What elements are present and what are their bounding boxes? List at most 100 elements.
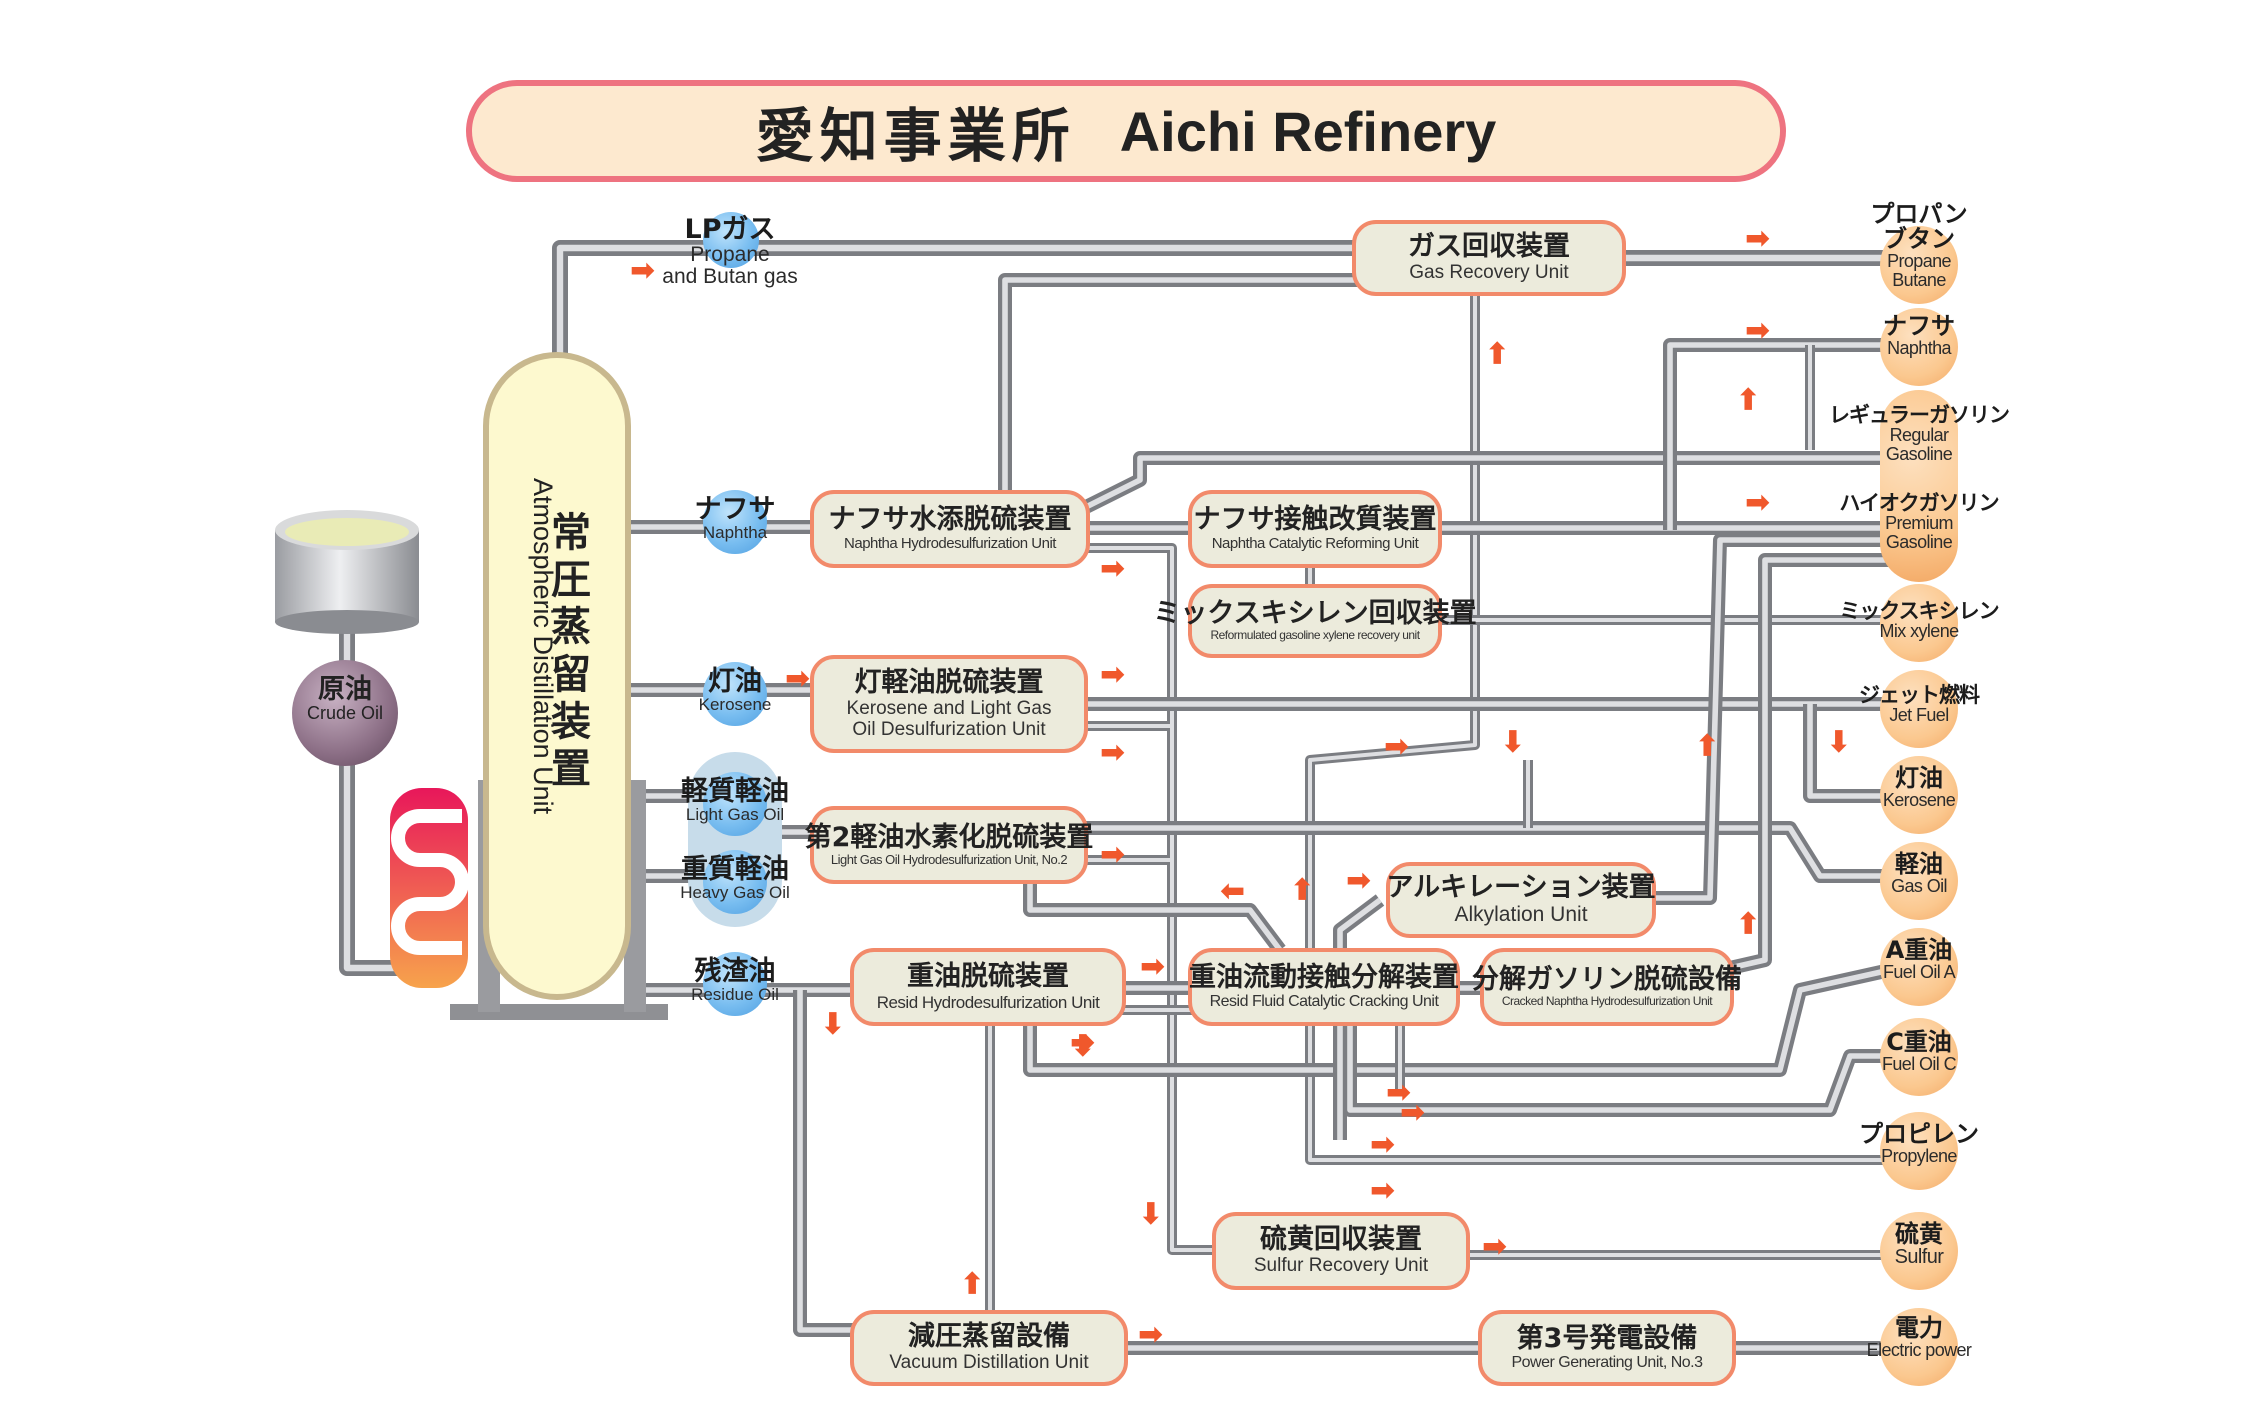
flow-arrow-icon: ➡ bbox=[1821, 728, 1857, 754]
pipe-highlight bbox=[1807, 704, 1890, 799]
flow-arrow-icon: ➡ bbox=[1220, 874, 1246, 909]
product-label-regular-gasoline: レギュラーガソリン Regular Gasoline bbox=[1829, 403, 2010, 464]
pipe-highlight bbox=[1027, 884, 1283, 952]
fraction-node-residue-oil bbox=[703, 952, 767, 1016]
flow-arrow-icon: ➡ bbox=[785, 661, 811, 696]
fraction-label-lpg: LPガス Propane and Butan gas bbox=[662, 214, 798, 289]
product-label-naphtha: ナフサ Naphtha bbox=[1883, 312, 1955, 359]
flow-arrow-icon: ➡ bbox=[1745, 221, 1771, 256]
flow-arrow-icon: ➡ bbox=[1730, 910, 1766, 936]
product-node-mix-xylene bbox=[1880, 584, 1958, 662]
fraction-label-naphtha: ナフサ Naphtha bbox=[694, 494, 776, 543]
crude-oil-tank-icon bbox=[275, 510, 419, 634]
pipe-highlight bbox=[1308, 296, 1890, 1162]
flow-arrow-icon: ➡ bbox=[1100, 837, 1126, 872]
product-node-electric-power bbox=[1880, 1308, 1958, 1386]
product-label-mix-xylene: ミックスキシレン Mix xylene bbox=[1839, 599, 1999, 642]
flow-arrow-icon: ➡ bbox=[630, 253, 656, 288]
product-label-kerosene: 灯油 Kerosene bbox=[1882, 764, 1956, 811]
product-node-jet-fuel bbox=[1880, 670, 1958, 748]
column-label-en: Atmospheric Distillation Unit bbox=[528, 478, 558, 815]
product-node-gasoline bbox=[1880, 390, 1958, 582]
flow-arrow-icon: ➡ bbox=[1070, 1025, 1096, 1060]
column-label-jp: 常圧蒸留装置 bbox=[551, 510, 591, 792]
fraction-label-kerosene: 灯油 Kerosene bbox=[698, 666, 772, 715]
flow-arrow-icon: ➡ bbox=[1386, 1075, 1412, 1110]
flow-arrow-icon: ➡ bbox=[1346, 863, 1372, 898]
furnace-icon bbox=[390, 788, 469, 988]
fraction-node-lpg bbox=[703, 212, 759, 268]
crude-oil-node bbox=[292, 660, 398, 766]
flow-arrow-icon: ➡ bbox=[1065, 1032, 1101, 1058]
fraction-label-light-gas-oil: 軽質軽油 Light Gas Oil bbox=[681, 776, 789, 825]
fraction-label-residue-oil: 残渣油 Residue Oil bbox=[691, 956, 779, 1005]
product-node-propane-butane bbox=[1880, 226, 1958, 304]
product-label-fuel-oil-c: C重油 Fuel Oil C bbox=[1881, 1028, 1957, 1075]
flow-arrow-icon: ➡ bbox=[1400, 1095, 1426, 1130]
flow-arrow-icon: ➡ bbox=[1482, 1229, 1508, 1264]
fraction-node-heavy-gas-oil bbox=[703, 850, 767, 914]
pipe-highlight bbox=[1650, 537, 1890, 901]
flow-arrow-icon: ➡ bbox=[954, 1270, 990, 1296]
product-node-fuel-oil-c bbox=[1880, 1018, 1958, 1096]
product-label-gas-oil: 軽油 Gas Oil bbox=[1891, 850, 1947, 897]
flow-arrow-icon: ➡ bbox=[1140, 949, 1166, 984]
pipe-highlight bbox=[797, 990, 860, 1333]
product-label-propane-butane: プロパン ブタン Propane Butane bbox=[1870, 200, 1968, 291]
flow-arrow-icon: ➡ bbox=[1745, 313, 1771, 348]
flow-arrow-icon: ➡ bbox=[1745, 485, 1771, 520]
product-node-propylene bbox=[1880, 1112, 1958, 1190]
pipe-highlight bbox=[1729, 557, 1890, 971]
product-label-electric-power: 電力 Electric power bbox=[1866, 1314, 1972, 1361]
flow-arrow-icon: ➡ bbox=[1384, 729, 1410, 764]
product-label-jet-fuel: ジェット燃料 Jet Fuel bbox=[1859, 683, 1980, 726]
flow-arrow-icon: ➡ bbox=[1100, 657, 1126, 692]
product-label-sulfur: 硫黄 Sulfur bbox=[1894, 1220, 1944, 1269]
flow-arrow-icon: ➡ bbox=[1100, 551, 1126, 586]
flow-arrow-icon: ➡ bbox=[1284, 876, 1320, 902]
flow-arrow-icon: ➡ bbox=[1138, 1317, 1164, 1352]
product-label-propylene: プロピレン Propylene bbox=[1859, 1120, 1979, 1167]
product-node-gas-oil bbox=[1880, 842, 1958, 920]
product-label-premium-gasoline: ハイオクガソリン Premium Gasoline bbox=[1839, 491, 1999, 552]
flow-arrow-icon: ➡ bbox=[1370, 1127, 1396, 1162]
title-english: Aichi Refinery bbox=[1119, 99, 1497, 163]
flow-arrow-icon: ➡ bbox=[1133, 1200, 1169, 1226]
atmospheric-distillation-column bbox=[483, 352, 631, 1000]
product-node-naphtha bbox=[1880, 308, 1958, 386]
flow-arrow-icon: ➡ bbox=[815, 1010, 851, 1036]
flow-arrow-icon: ➡ bbox=[1730, 386, 1766, 412]
title-japanese: 愛知事業所 bbox=[755, 102, 1076, 170]
flow-arrow-icon: ➡ bbox=[1370, 1173, 1396, 1208]
fraction-node-light-gas-oil bbox=[703, 772, 767, 836]
flow-arrow-icon: ➡ bbox=[1100, 735, 1126, 770]
fraction-node-kerosene bbox=[703, 662, 767, 726]
pipe-highlight bbox=[1667, 342, 1890, 530]
pipe-highlight bbox=[1027, 967, 1891, 1073]
pipe-highlight bbox=[1078, 455, 1890, 513]
fraction-label-heavy-gas-oil: 重質軽油 Heavy Gas Oil bbox=[680, 854, 790, 903]
product-node-kerosene bbox=[1880, 756, 1958, 834]
flow-arrow-icon: ➡ bbox=[1479, 340, 1515, 366]
product-label-fuel-oil-a: A重油 Fuel Oil A bbox=[1882, 936, 1956, 983]
fraction-node-naphtha bbox=[703, 490, 767, 554]
pipe-highlight bbox=[1080, 825, 1890, 879]
pipe-highlight bbox=[556, 244, 1360, 360]
product-node-sulfur bbox=[1880, 1212, 1958, 1290]
product-node-fuel-oil-a bbox=[1880, 928, 1958, 1006]
pipe-segment bbox=[793, 990, 860, 1337]
